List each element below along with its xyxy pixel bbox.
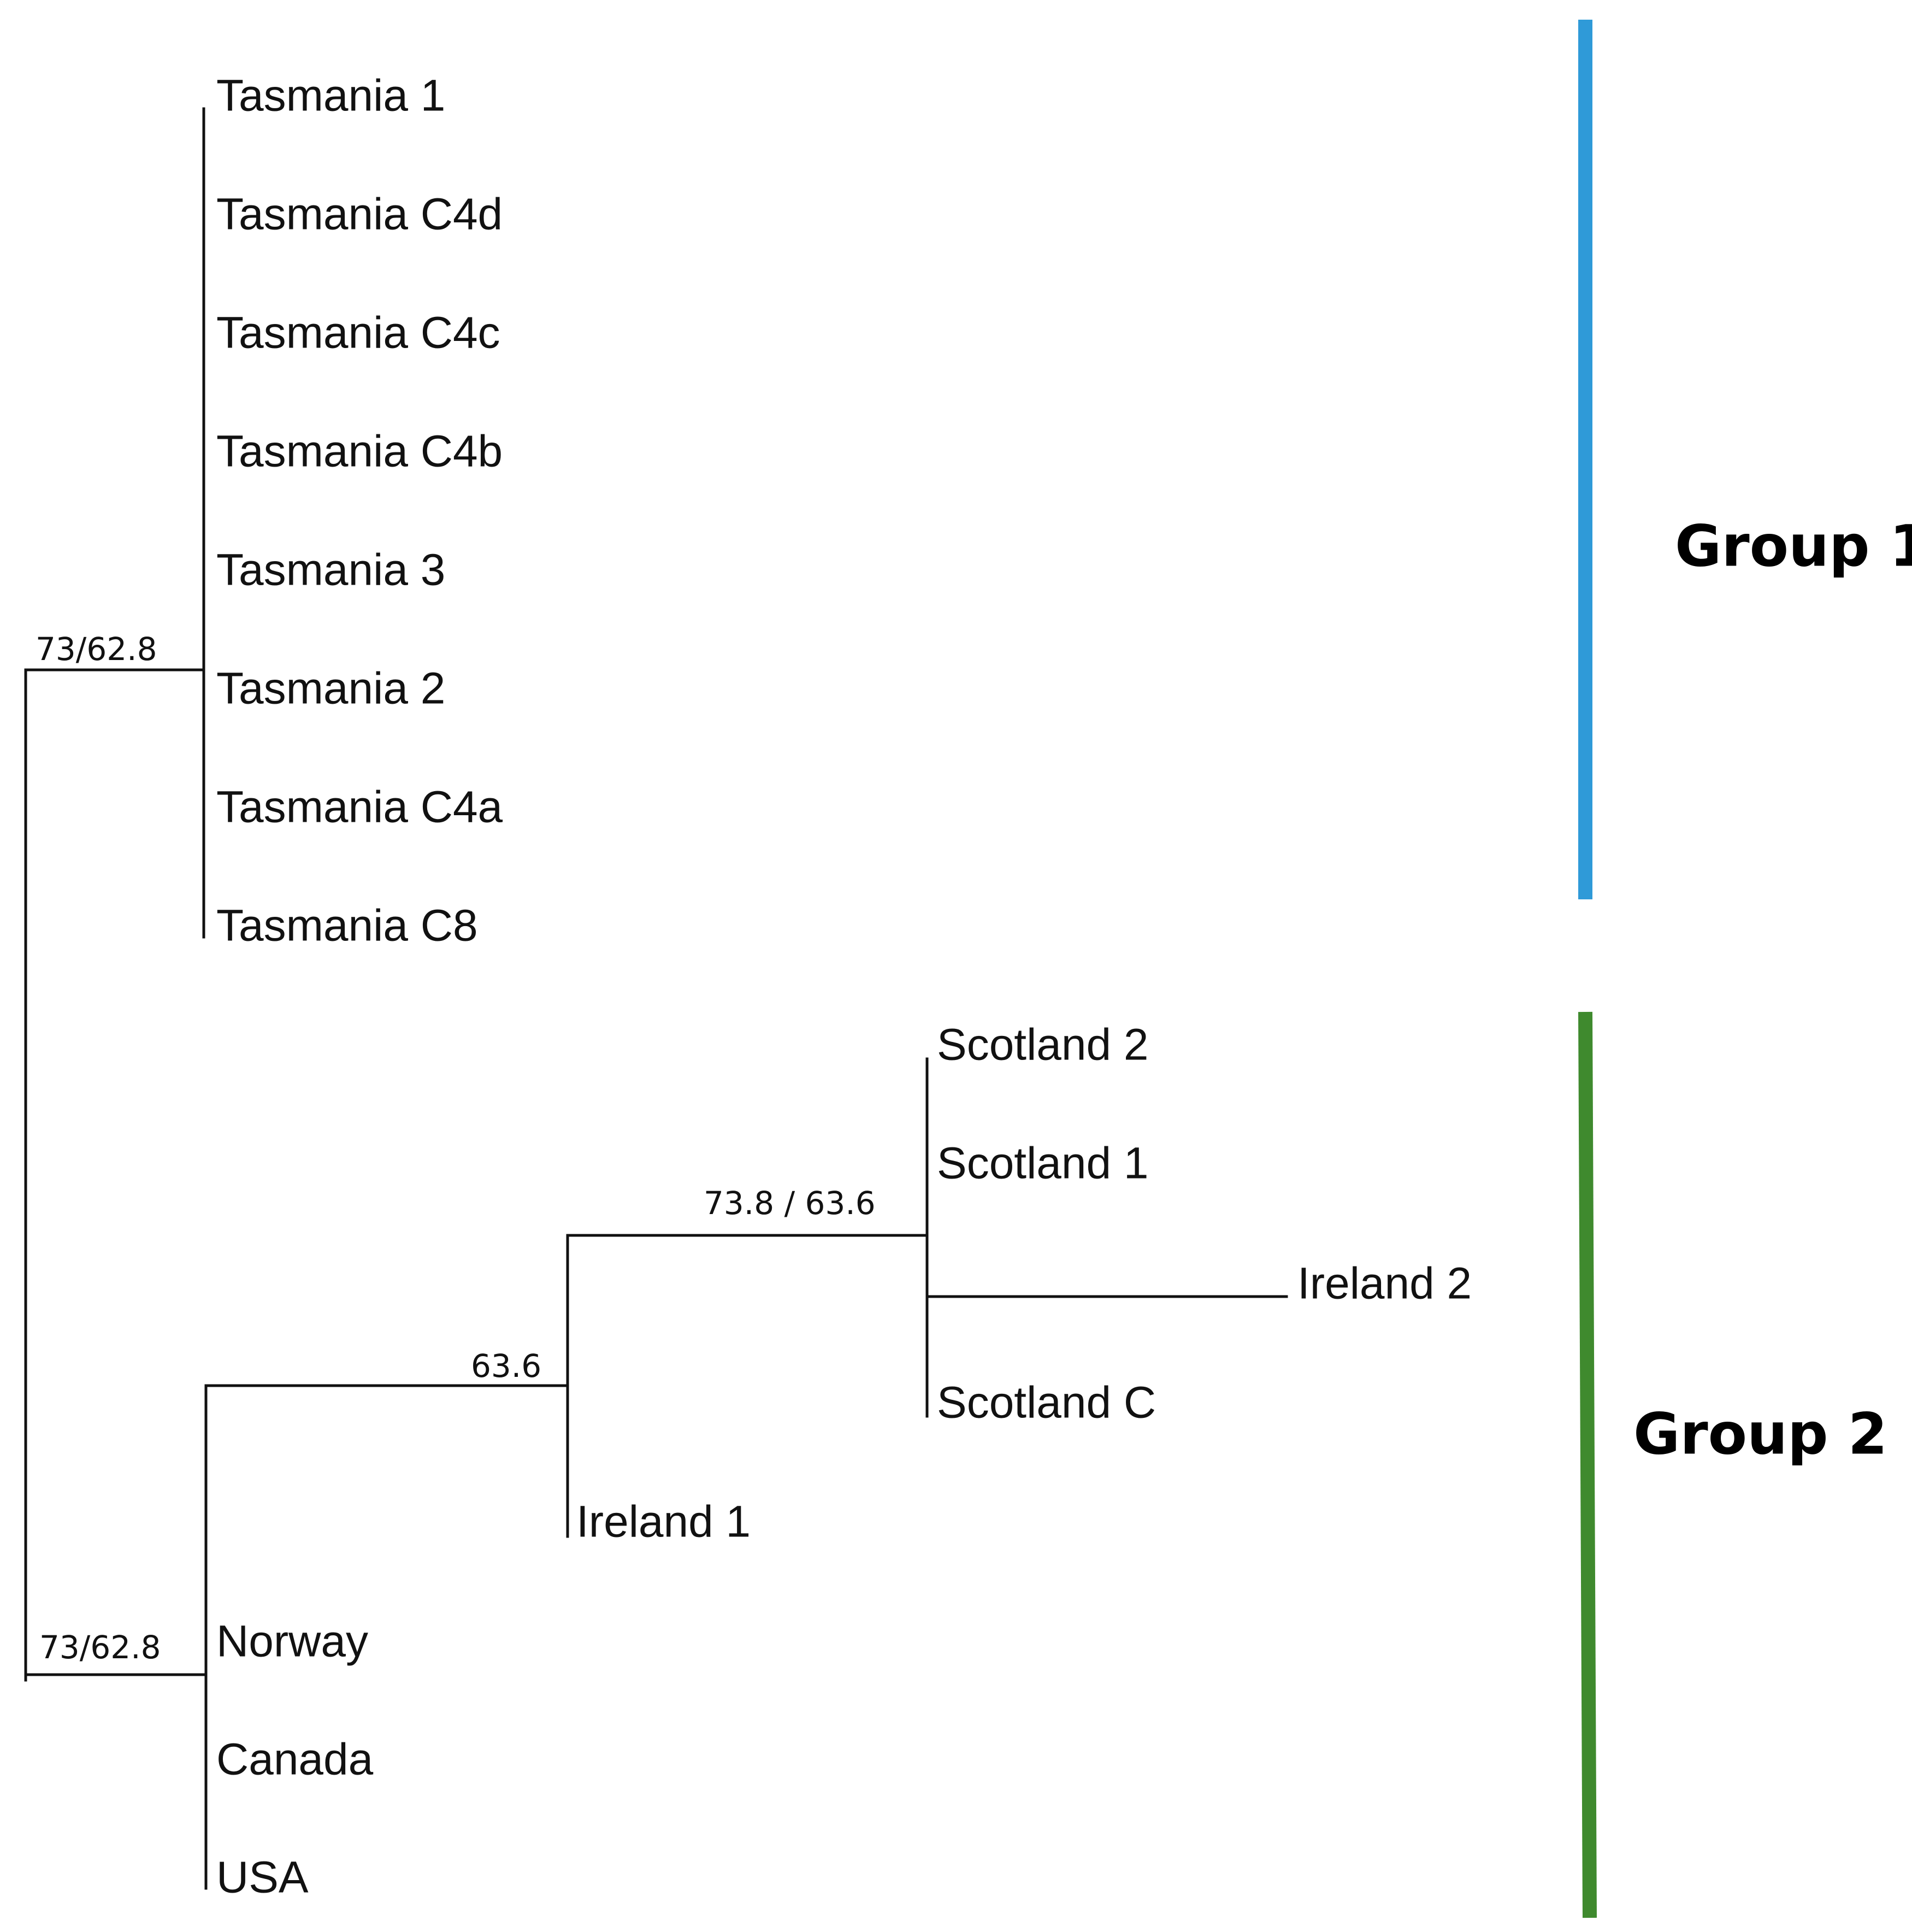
- taxon-label: Ireland 1: [576, 1497, 751, 1547]
- taxon-label: Scotland 1: [937, 1139, 1149, 1188]
- taxon-label: Tasmania C4b: [216, 427, 503, 476]
- taxon-label: Tasmania C4c: [216, 308, 500, 358]
- group-1-label: Group 1: [1675, 513, 1912, 579]
- taxon-label: Tasmania 1: [216, 71, 445, 121]
- taxon-label: Scotland 2: [937, 1020, 1149, 1070]
- taxon-label: Scotland C: [937, 1378, 1156, 1428]
- taxon-label: Tasmania C8: [216, 901, 478, 951]
- support-value: 73.8 / 63.6: [704, 1185, 876, 1222]
- taxon-label: Canada: [216, 1735, 374, 1784]
- group-2-bar: [1578, 1011, 1597, 1918]
- taxon-label: Tasmania C4d: [216, 190, 503, 239]
- taxon-label: Norway: [216, 1617, 368, 1666]
- taxon-label: Tasmania C4a: [216, 782, 503, 832]
- taxon-label: Tasmania 3: [216, 545, 445, 595]
- support-value: 73/62.8: [36, 631, 157, 668]
- group-2-label: Group 2: [1633, 1400, 1887, 1467]
- taxon-label: Tasmania 2: [216, 664, 445, 714]
- support-value: 73/62.8: [39, 1629, 161, 1666]
- taxon-label: Ireland 2: [1297, 1259, 1472, 1309]
- taxon-label: USA: [216, 1853, 309, 1902]
- support-value: 63.6: [471, 1347, 541, 1385]
